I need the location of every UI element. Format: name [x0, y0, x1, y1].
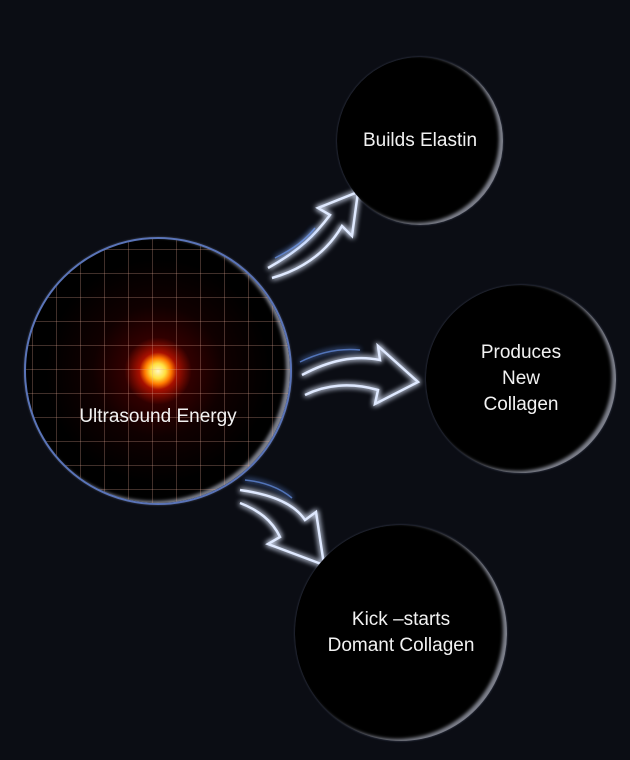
- outcome-label-line: New: [501, 368, 540, 389]
- arrow-to-new-collagen: [301, 342, 421, 407]
- outcome-label: Builds Elastin: [362, 130, 478, 151]
- dormant-collagen-circle: Kick –starts Domant Collagen: [295, 525, 507, 741]
- outcome-label-line: Produces: [480, 342, 562, 363]
- builds-elastin-circle: Builds Elastin: [337, 57, 503, 225]
- center-label: Ultrasound Energy: [79, 406, 237, 427]
- outcome-label-line: Domant Collagen: [327, 635, 475, 656]
- ultrasound-energy-circle: Ultrasound Energy: [24, 237, 292, 505]
- arrow-to-dormant-collagen: [239, 488, 326, 567]
- new-collagen-circle: Produces New Collagen: [426, 285, 616, 473]
- outcome-label-line: Kick –starts: [351, 609, 451, 630]
- grid-pattern: [26, 239, 290, 503]
- outcome-label-line: Collagen: [483, 394, 559, 415]
